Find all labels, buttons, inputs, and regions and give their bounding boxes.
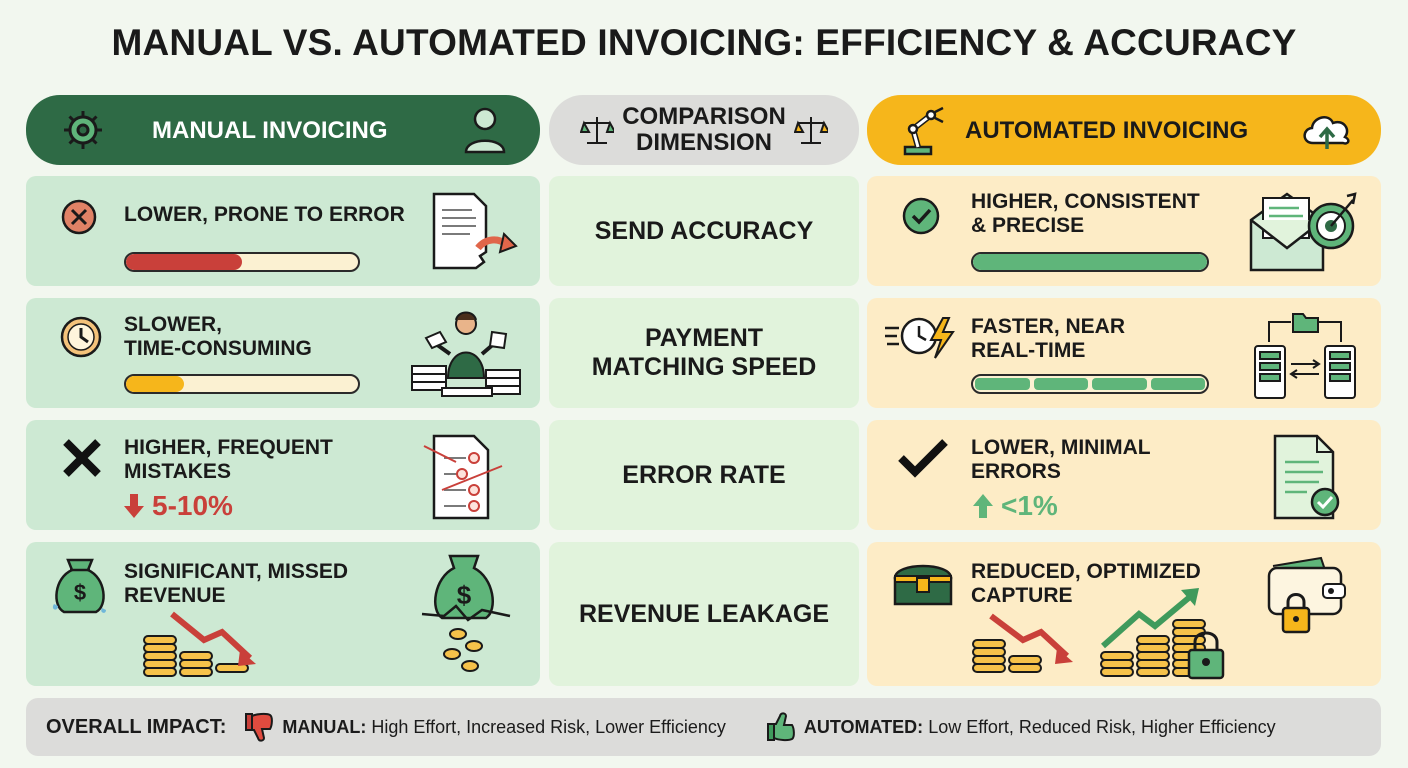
- error-document-icon: [423, 434, 503, 520]
- scales-icon: [580, 117, 615, 144]
- manual-impact: MANUAL: High Effort, Increased Risk, Low…: [242, 710, 726, 744]
- automated-error-line1: LOWER, MINIMAL: [971, 436, 1151, 459]
- clock-icon: [60, 316, 102, 358]
- automated-accuracy-bar-fill: [973, 254, 1207, 270]
- automated-error-value: <1%: [1001, 490, 1058, 521]
- manual-error-rate: HIGHER, FREQUENT MISTAKES 5-10%: [26, 420, 540, 530]
- x-mark-icon: [63, 439, 101, 477]
- manual-leakage-line1: SIGNIFICANT, MISSED: [124, 560, 349, 583]
- dimension-error-rate: ERROR RATE: [549, 420, 859, 530]
- dimension-label-line2: MATCHING SPEED: [591, 353, 817, 381]
- automated-speed-bar-segment: [1092, 378, 1147, 390]
- automated-matching-speed: FASTER, NEAR REAL-TIME: [867, 298, 1381, 408]
- coins-down-icon: [972, 613, 1073, 673]
- manual-header: MANUAL INVOICING: [26, 95, 540, 165]
- automated-speed-bar-segment: [975, 378, 1030, 390]
- manual-accuracy-label: LOWER, PRONE TO ERROR: [124, 203, 405, 226]
- envelope-target-icon: [1249, 192, 1357, 272]
- gear-icon: [64, 111, 102, 149]
- thumbs-down-icon: [245, 712, 274, 742]
- automated-impact-label: AUTOMATED:: [803, 716, 924, 737]
- money-bag-icon: $: [52, 558, 106, 614]
- torn-document-icon: [432, 192, 518, 270]
- robot-arm-icon: [903, 106, 944, 156]
- dimension-send-accuracy: SEND ACCURACY: [549, 176, 859, 286]
- dimension-label: ERROR RATE: [622, 460, 786, 489]
- user-icon: [464, 107, 506, 154]
- manual-speed-bar: [124, 374, 360, 394]
- automated-speed-bar-segment: [1150, 378, 1205, 390]
- coins-down-icon: [143, 611, 256, 677]
- manual-impact-label: MANUAL:: [282, 716, 367, 737]
- svg-text:$: $: [457, 580, 472, 610]
- manual-accuracy-bar: [124, 252, 360, 272]
- automated-accuracy-line1: HIGHER, CONSISTENT: [971, 190, 1200, 213]
- automated-error-line2: ERRORS: [971, 460, 1061, 483]
- dimension-matching-speed: PAYMENT MATCHING SPEED: [549, 298, 859, 408]
- manual-speed-line1: SLOWER,: [124, 313, 222, 336]
- server-sync-icon: [1254, 313, 1356, 399]
- page-title: MANUAL VS. AUTOMATED INVOICING: EFFICIEN…: [111, 22, 1297, 63]
- automated-speed-line2: REAL-TIME: [971, 339, 1086, 362]
- manual-accuracy-bar-fill: [126, 254, 242, 270]
- automated-impact-text: Low Effort, Reduced Risk, Higher Efficie…: [928, 716, 1276, 737]
- manual-send-accuracy: LOWER, PRONE TO ERROR: [26, 176, 540, 286]
- dimension-revenue-leakage: REVENUE LEAKAGE: [549, 542, 859, 686]
- automated-speed-bar-segment: [1033, 378, 1088, 390]
- manual-matching-speed: SLOWER, TIME-CONSUMING: [26, 298, 540, 408]
- manual-revenue-leakage: $ SIGNIFICANT, MISSED REVENUE $: [26, 542, 540, 686]
- automated-speed-line1: FASTER, NEAR: [971, 315, 1126, 338]
- dimension-label: SEND ACCURACY: [594, 216, 814, 245]
- automated-error-stat: <1%: [971, 490, 1058, 522]
- x-circle-icon: [61, 199, 97, 235]
- manual-leakage-line2: REVENUE: [124, 584, 226, 607]
- thumbs-up-icon: [766, 712, 795, 742]
- stressed-worker-icon: [411, 311, 521, 397]
- fast-clock-icon: [885, 317, 955, 359]
- overall-impact-label: OVERALL IMPACT:: [46, 715, 227, 738]
- automated-revenue-leakage: REDUCED, OPTIMIZED CAPTURE: [867, 542, 1381, 686]
- broken-money-bag-icon: $: [421, 554, 511, 672]
- manual-header-label: MANUAL INVOICING: [152, 117, 388, 144]
- check-circle-icon: [902, 197, 940, 235]
- arrow-up-icon: [973, 494, 993, 518]
- dimension-header-line1: COMPARISON: [622, 103, 786, 130]
- manual-speed-bar-fill: [126, 376, 184, 392]
- automated-leakage-line2: CAPTURE: [971, 584, 1073, 607]
- overall-impact-bar: OVERALL IMPACT: MANUAL: High Effort, Inc…: [26, 698, 1381, 756]
- svg-text:$: $: [74, 580, 86, 605]
- automated-header-label: AUTOMATED INVOICING: [965, 117, 1249, 144]
- automated-header: AUTOMATED INVOICING: [867, 95, 1381, 165]
- treasure-chest-icon: [893, 564, 953, 606]
- manual-error-line2: MISTAKES: [124, 460, 231, 483]
- wallet-lock-icon: [1267, 556, 1346, 634]
- automated-accuracy-bar: [971, 252, 1209, 272]
- check-mark-icon: [898, 439, 948, 478]
- scales-icon: [793, 117, 828, 144]
- approved-document-icon: [1273, 434, 1340, 520]
- manual-impact-text: High Effort, Increased Risk, Lower Effic…: [371, 716, 726, 737]
- manual-error-stat: 5-10%: [122, 490, 233, 522]
- arrow-down-icon: [124, 494, 144, 518]
- manual-speed-line2: TIME-CONSUMING: [124, 337, 312, 360]
- coins-up-icon: [1100, 588, 1225, 680]
- automated-leakage-line1: REDUCED, OPTIMIZED: [971, 560, 1201, 583]
- automated-impact: AUTOMATED: Low Effort, Reduced Risk, Hig…: [764, 710, 1276, 744]
- automated-speed-bar: [971, 374, 1209, 394]
- dimension-label-line1: PAYMENT: [644, 324, 764, 352]
- automated-accuracy-line2: & PRECISE: [971, 214, 1085, 237]
- dimension-header-line2: DIMENSION: [635, 129, 772, 156]
- automated-send-accuracy: HIGHER, CONSISTENT & PRECISE: [867, 176, 1381, 286]
- manual-error-value: 5-10%: [152, 490, 233, 521]
- dimension-label: REVENUE LEAKAGE: [578, 599, 830, 628]
- manual-error-line1: HIGHER, FREQUENT: [124, 436, 333, 459]
- automated-error-rate: LOWER, MINIMAL ERRORS <1%: [867, 420, 1381, 530]
- cloud-upload-icon: [1303, 116, 1350, 149]
- dimension-header: COMPARISON DIMENSION: [549, 95, 859, 165]
